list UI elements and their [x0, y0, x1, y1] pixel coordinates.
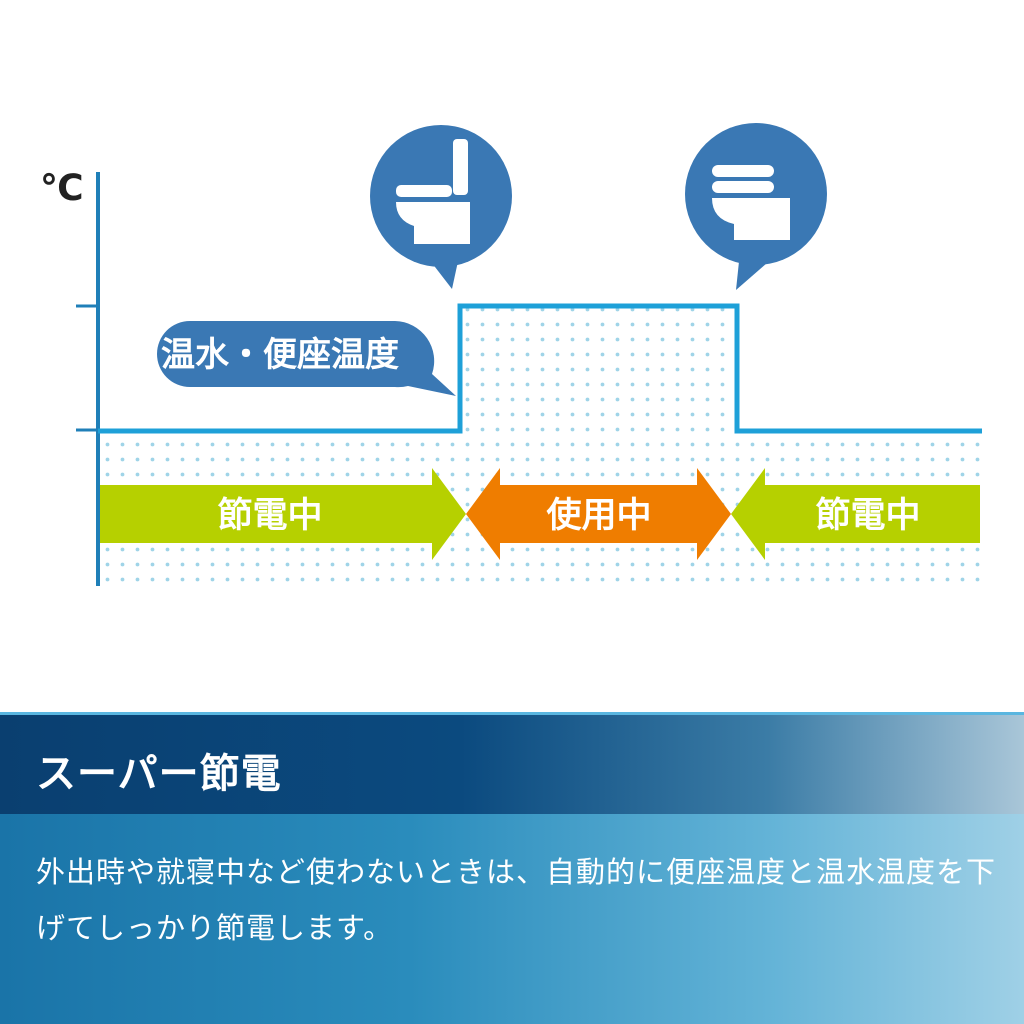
feature-title-banner: スーパー節電: [0, 712, 1024, 814]
callout-label: 温水・便座温度: [161, 335, 399, 375]
toilet-lid-open-icon: [370, 125, 512, 289]
dotted-area-high: [462, 308, 736, 438]
feature-description: 外出時や就寝中など使わないときは、自動的に便座温度と温水温度を下げてしっかり節電…: [36, 855, 997, 945]
feature-title: スーパー節電: [36, 751, 282, 797]
feature-description-area: 外出時や就寝中など使わないときは、自動的に便座温度と温水温度を下げてしっかり節電…: [0, 814, 1024, 1024]
phase-label-saving-right: 節電中: [815, 496, 920, 536]
phase-arrow-in-use: 使用中: [466, 468, 731, 560]
toilet-lid-closed-icon: [685, 123, 827, 290]
unit-label: ℃: [40, 168, 84, 209]
phase-label-in-use: 使用中: [546, 496, 651, 536]
phase-arrow-saving-right: 節電中: [731, 468, 980, 560]
power-saving-diagram: ℃ 温水・便座温度 節電中 使用中 節電中: [40, 123, 982, 586]
temperature-callout: 温水・便座温度: [157, 321, 456, 396]
phase-arrow-saving-left: 節電中: [100, 468, 466, 560]
phase-label-saving-left: 節電中: [217, 496, 322, 536]
temperature-line: [98, 303, 982, 434]
